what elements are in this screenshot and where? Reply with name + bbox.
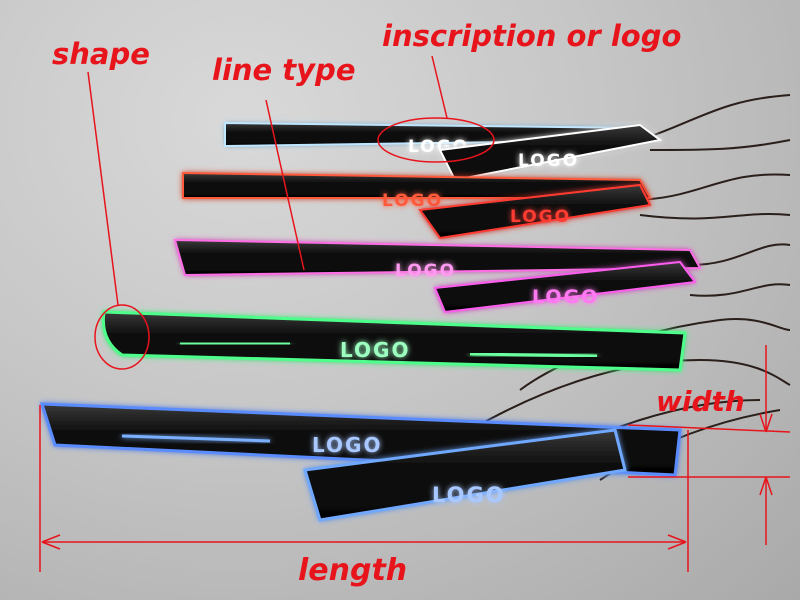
logo-text: LOGO xyxy=(518,151,579,171)
plate-pink-short: LOGO xyxy=(433,260,697,314)
plate-pink-long: LOGO xyxy=(173,238,702,281)
plate-red-long: LOGO xyxy=(182,171,652,211)
logo-text: LOGO xyxy=(340,338,410,362)
label-line-type: line type xyxy=(212,53,356,87)
plate-green: LOGO xyxy=(101,310,687,372)
annotation-marks xyxy=(39,55,791,572)
logo-text: LOGO xyxy=(382,191,443,211)
logo-text: LOGO xyxy=(532,286,599,308)
logo-text: LOGO xyxy=(395,261,456,281)
plate-red-short: LOGO xyxy=(418,183,652,240)
label-width: width xyxy=(656,385,745,418)
logo-text: LOGO xyxy=(510,207,571,227)
label-shape: shape xyxy=(52,37,150,71)
plate-blue-short: LOGO xyxy=(303,428,627,522)
plate-white-short: LOGO xyxy=(438,123,663,182)
label-inscription: inscription or logo xyxy=(382,19,682,53)
wires xyxy=(469,94,791,481)
logo-text: LOGO xyxy=(312,433,382,457)
label-length: length xyxy=(298,553,408,588)
logo-text: LOGO xyxy=(432,483,506,507)
